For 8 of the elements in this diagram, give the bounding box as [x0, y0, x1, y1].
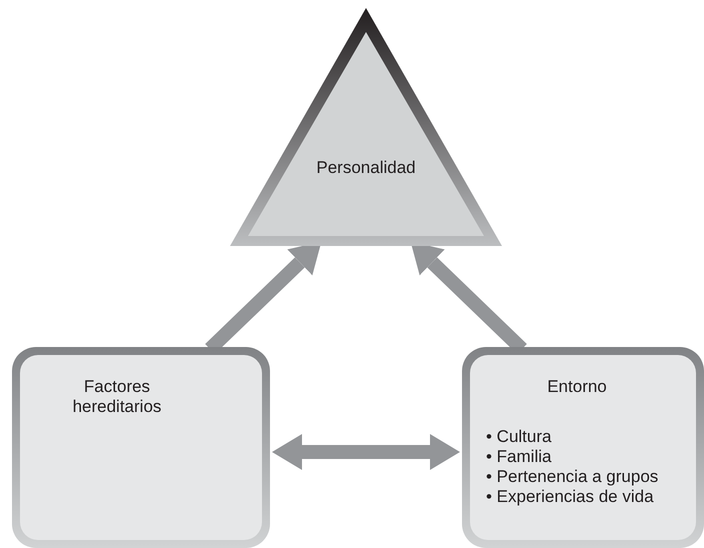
- list-item: • Familia: [486, 447, 552, 467]
- node-title: Factores hereditarios: [72, 377, 162, 417]
- node-title: Personalidad: [315, 158, 417, 178]
- list-item: • Cultura: [486, 427, 552, 447]
- arrow: [272, 434, 460, 470]
- list-item: • Pertenencia a grupos: [486, 467, 658, 487]
- list-item: • Experiencias de vida: [486, 487, 654, 507]
- node-title: Entorno: [546, 377, 608, 397]
